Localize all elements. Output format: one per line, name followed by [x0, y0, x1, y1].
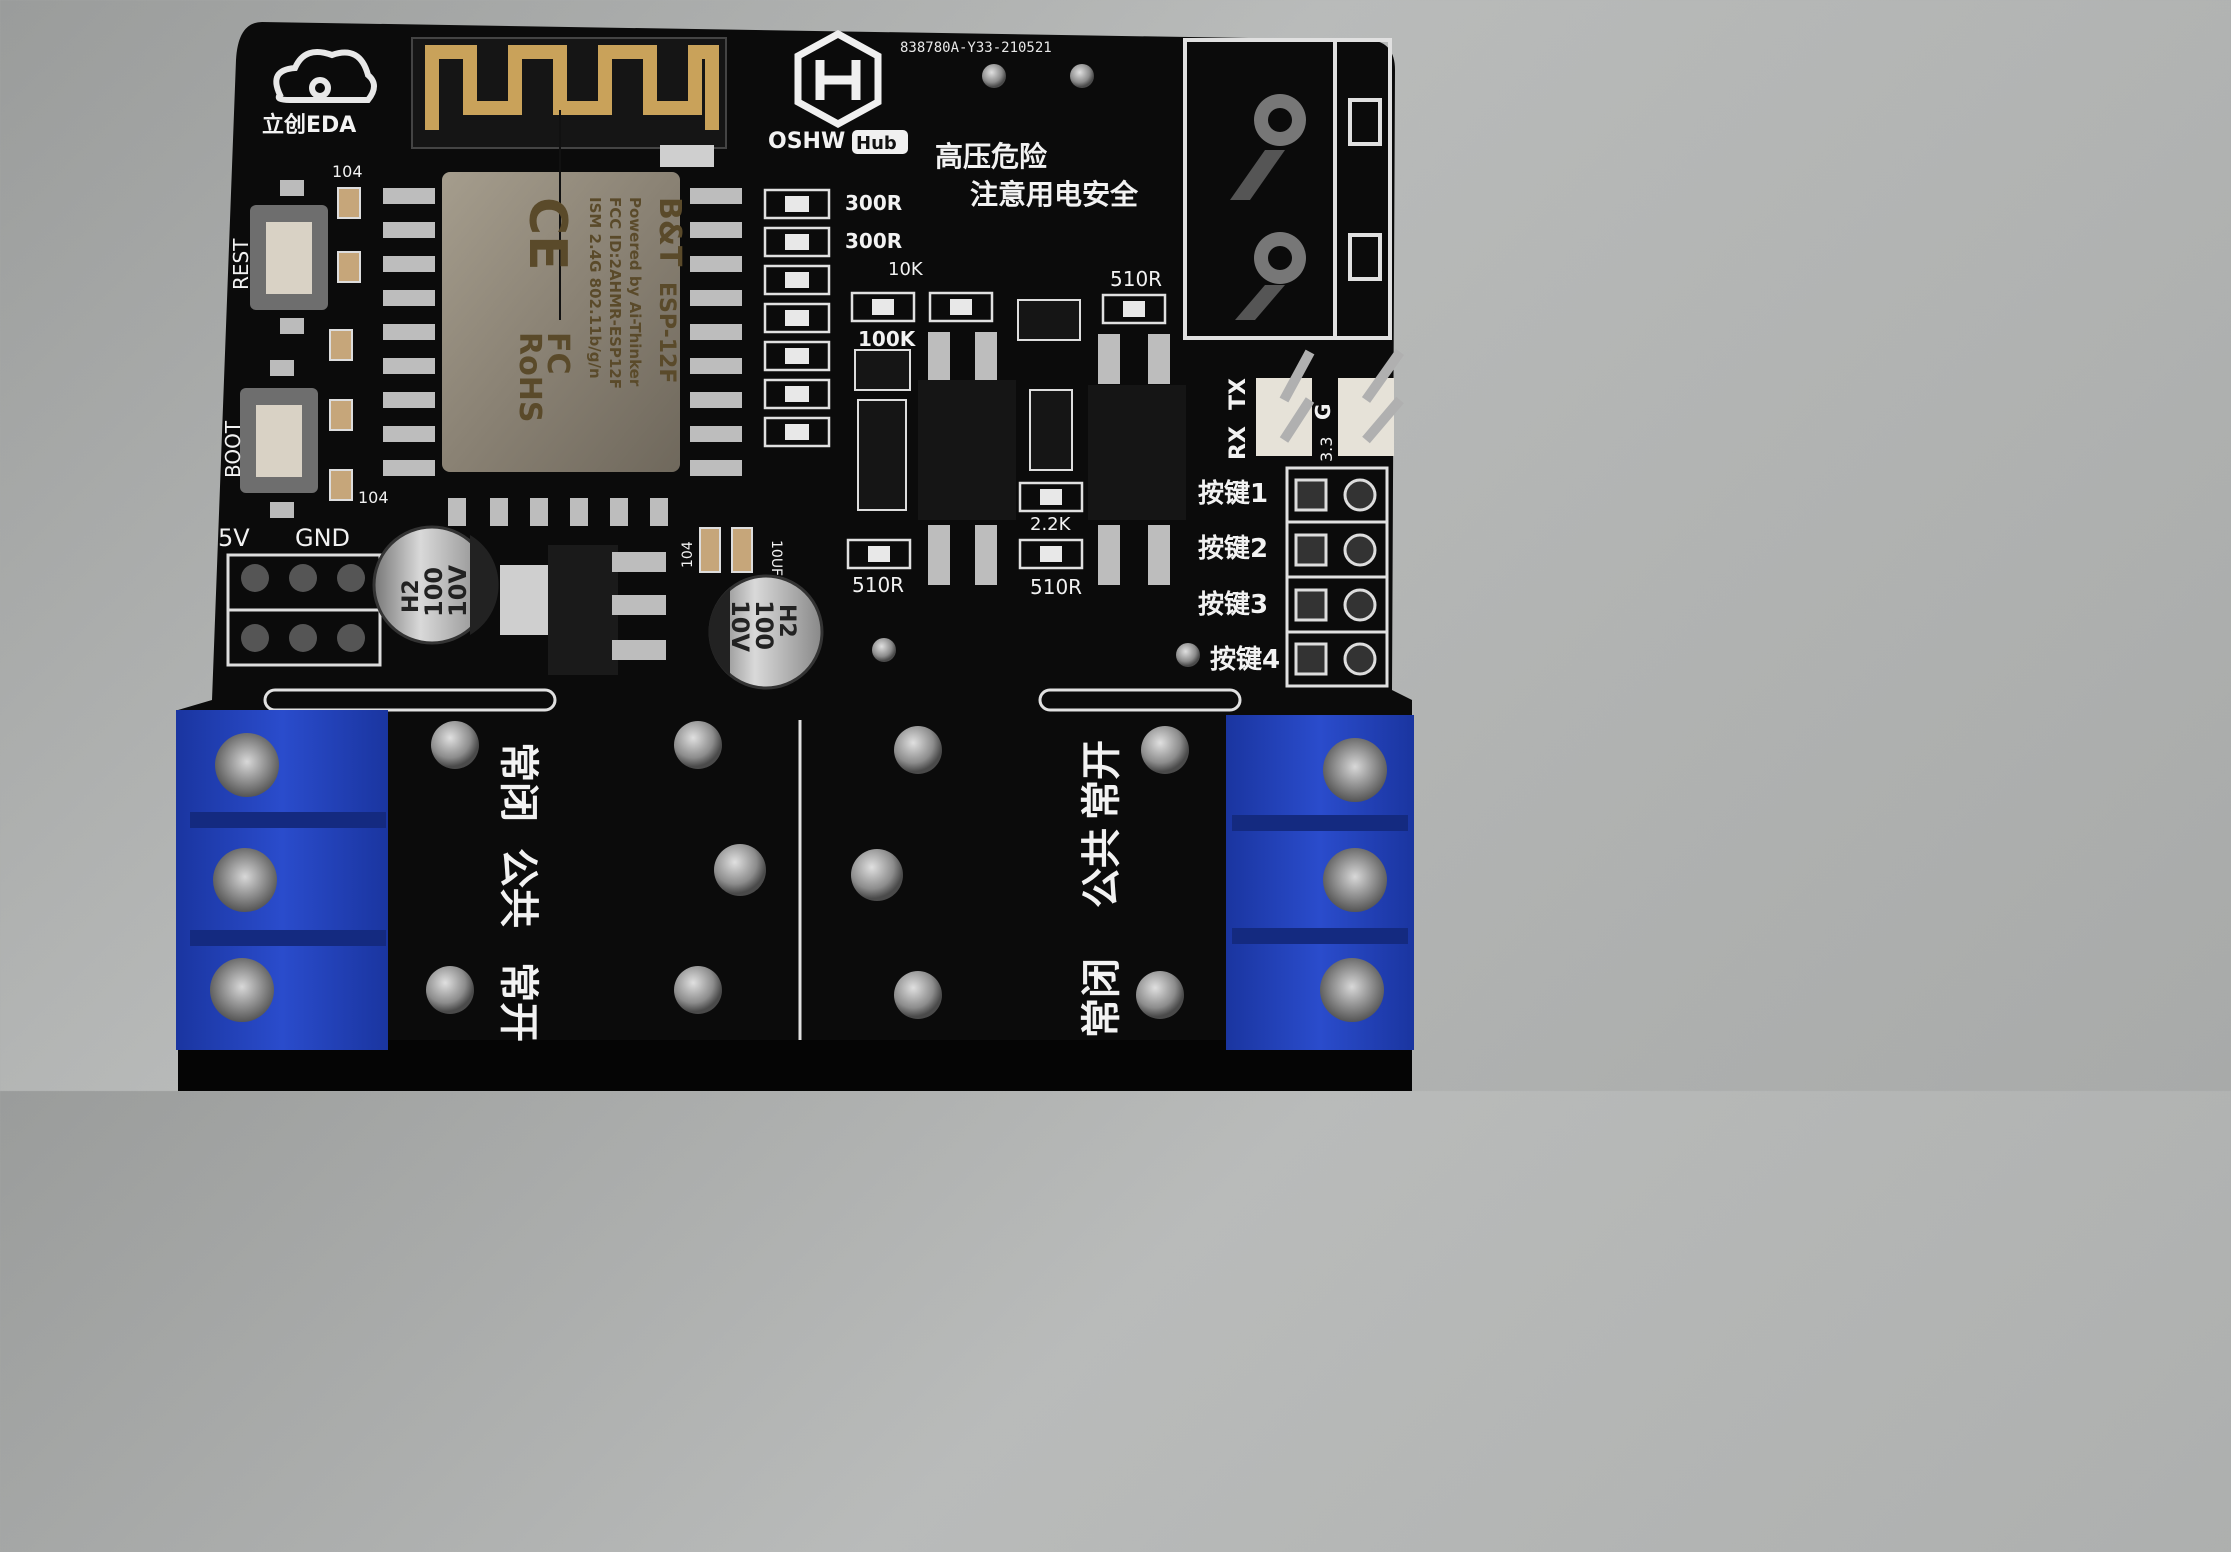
capacitor-right [708, 574, 824, 690]
svg-text:H2: H2 [774, 604, 799, 638]
svg-text:ISM 2.4G 802.11b/g/n: ISM 2.4G 802.11b/g/n [586, 197, 604, 379]
right-nc-label: 常闭 [1079, 958, 1125, 1038]
reset-button [250, 180, 328, 334]
power-header [226, 553, 382, 667]
relay-section-outline [263, 688, 1242, 1040]
reg-smd-caps [699, 527, 753, 573]
left-com-label: 公共 [495, 848, 541, 928]
right-com-label: 公共 [1079, 828, 1125, 908]
r-100k: 100K [858, 327, 917, 351]
svg-text:Powered by Ai-Thinker: Powered by Ai-Thinker [626, 197, 644, 387]
svg-text:10V: 10V [726, 600, 754, 652]
capacitor-right-text: H2 100 10V [726, 600, 799, 652]
esp-module-shield [442, 172, 680, 472]
antenna-trace [411, 37, 727, 149]
optocoupler-left [918, 332, 1016, 585]
mid-pin-right [1176, 643, 1200, 667]
relay-top-pins [982, 64, 1094, 88]
voltage-regulator [500, 545, 666, 675]
svg-text:CE: CE [517, 197, 577, 271]
c104-label-top: 104 [332, 162, 363, 181]
oshw-logo-text: OSHW [768, 129, 845, 154]
svg-text:RoHS: RoHS [512, 332, 547, 422]
status-led [660, 145, 714, 167]
v33-label: 3.3 [1317, 437, 1336, 462]
gnd-label: GND [295, 524, 350, 552]
capacitor-left-text: H2 100 10V [399, 565, 472, 617]
key-header [1285, 466, 1389, 688]
c104-label-reg: 104 [680, 541, 696, 568]
cloud-logo-icon [273, 49, 377, 103]
mid-pin-left [872, 638, 896, 662]
tx-label-top: TX [1226, 378, 1251, 410]
hub-text: Hub [856, 133, 897, 154]
key4-label: 按键4 [1210, 644, 1280, 675]
module-pads [383, 188, 742, 526]
input-terminal-outline [1183, 38, 1392, 340]
r-510r-right: 510R [1030, 575, 1082, 599]
optocoupler-right [1088, 334, 1186, 585]
left-smd-components [329, 187, 361, 501]
r-510r-left: 510R [852, 573, 904, 597]
transistor [854, 299, 1081, 511]
svg-text:10V: 10V [444, 565, 472, 617]
terminal-block-left [176, 710, 388, 1050]
r-10k: 10K [888, 259, 924, 280]
key1-label: 按键1 [1198, 478, 1268, 509]
part-code: 838780A-Y33-210521 [900, 40, 1052, 56]
warning-line2: 注意用电安全 [970, 178, 1139, 211]
lceda-logo-text: 立创EDA [262, 112, 356, 138]
svg-text:100: 100 [750, 600, 778, 650]
input-terminal-holes [1230, 94, 1306, 320]
oshw-hub-logo-icon [794, 30, 882, 128]
boot-button [240, 360, 318, 518]
svg-text:ESP-12F: ESP-12F [654, 282, 679, 383]
svg-text:FC: FC [540, 332, 575, 375]
v5-label: 5V [218, 524, 250, 552]
relay-solder-pins [426, 721, 1189, 1019]
svg-text:H2: H2 [399, 579, 424, 613]
warning-line1: 高压危险 [935, 140, 1048, 173]
left-nc-label: 常闭 [495, 742, 541, 822]
key2-label: 按键2 [1198, 533, 1268, 564]
r-510r-top: 510R [1110, 267, 1162, 291]
pcb-photo: 立创EDA B&T ESP-12F Powered [176, 22, 1414, 1091]
g-label: G [1311, 404, 1335, 420]
key3-label: 按键3 [1198, 589, 1268, 620]
reset-label: REST [229, 238, 253, 290]
c10uf-label: 10UF [768, 540, 784, 576]
rx-label: RX [1226, 426, 1251, 460]
r-300r-2: 300R [845, 229, 902, 253]
right-no-label: 常开 [1079, 740, 1125, 820]
capacitor-left [372, 525, 499, 645]
boot-label: BOOT [221, 420, 245, 478]
svg-text:100: 100 [420, 567, 448, 617]
r-2-2k: 2.2K [1030, 514, 1072, 535]
uart-header [1256, 349, 1405, 456]
resistor-bodies [785, 196, 1145, 562]
r-300r-1: 300R [845, 191, 902, 215]
terminal-block-right [1226, 715, 1414, 1050]
c104-label-bottom: 104 [358, 488, 389, 507]
module-markings: B&T ESP-12F Powered by Ai-Thinker FCC ID… [512, 197, 687, 422]
hub-badge [852, 130, 908, 154]
svg-text:FCC ID:2AHMR-ESP12F: FCC ID:2AHMR-ESP12F [606, 197, 624, 389]
svg-text:B&T: B&T [652, 197, 687, 267]
left-no-label: 常开 [495, 962, 541, 1042]
